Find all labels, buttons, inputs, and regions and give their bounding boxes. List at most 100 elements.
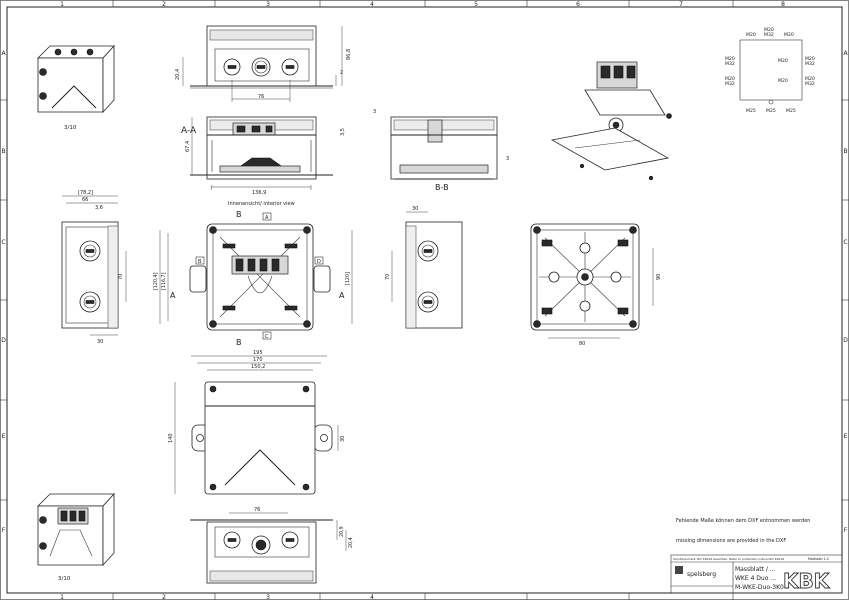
note-german: Fehlende Maße können dem DXF entnommen w… — [676, 518, 810, 524]
flag-c: C — [265, 334, 269, 340]
dim-3-5: 3,5 — [340, 128, 346, 136]
copyright-notice: Schutzvermerk ISO 16016 beachten, Refer … — [673, 557, 784, 561]
dim-120-4: [120,4] — [153, 272, 159, 290]
dim-90: 90 — [656, 274, 662, 280]
dim-170: 170 — [253, 357, 263, 363]
row-label-a-right: A — [843, 50, 848, 57]
entry-right-2b: M32 — [805, 81, 815, 87]
title-block: Schutzvermerk ISO 16016 beachten, Refer … — [670, 554, 843, 593]
scale-label-bottom: 3/10 — [58, 576, 71, 582]
front-view-bottom: 76 20,9 20,4 — [190, 507, 354, 584]
row-label-c: C — [1, 239, 5, 246]
marker-b-top: B — [236, 210, 242, 219]
col-label-6: 6 — [576, 1, 580, 8]
row-label-f: F — [2, 527, 6, 534]
dim-86-8: 86,8 — [346, 49, 352, 60]
col-label-4: 4 — [370, 1, 374, 8]
isometric-view-bottom: 3/10 — [37, 492, 115, 582]
dim-116-7: [116,7] — [161, 272, 167, 290]
interior-view: Innenansicht/ interior view B B A A A B … — [153, 201, 353, 347]
dim-30-right: 30 — [412, 206, 418, 212]
dim-20-9: 20,9 — [339, 526, 345, 537]
title-line-1: Massblatt / ... — [735, 566, 776, 573]
title-line-3: M-WKE-Duo-3K0 — [735, 584, 784, 591]
row-label-b: B — [1, 148, 5, 155]
entry-bottom-2: M25 — [766, 108, 776, 114]
entry-left-1a: M20 — [725, 56, 735, 62]
entry-center-right-2: M20 — [778, 78, 788, 84]
dim-140: 140 — [168, 433, 174, 443]
col-label-3-bottom: 3 — [266, 594, 270, 600]
note-english: missing dimensions are provided in the D… — [676, 538, 786, 544]
bracket-isometric — [550, 61, 672, 181]
dim-76-bottom: 76 — [254, 507, 260, 513]
col-label-2-bottom: 2 — [162, 594, 166, 600]
entry-center-right: M20 — [778, 58, 788, 64]
row-label-f-right: F — [844, 527, 848, 534]
entry-top-3: M20 — [784, 32, 794, 38]
dim-78-2: [78,2] — [78, 190, 93, 196]
section-a-a-label: A-A — [181, 126, 197, 136]
interior-view-title: Innenansicht/ interior view — [228, 201, 295, 207]
row-label-c-right: C — [843, 239, 847, 246]
col-label-7: 7 — [679, 1, 683, 8]
col-label-2: 2 — [162, 1, 166, 8]
dim-3-bb-top: 3 — [373, 109, 376, 115]
dim-3-6: 3,6 — [95, 205, 103, 211]
entry-bottom-3: M25 — [786, 108, 796, 114]
dim-120-right: [120] — [345, 272, 351, 285]
title-line-2: WKE 4 Duo ... — [735, 575, 776, 582]
company-logo — [675, 566, 683, 574]
dim-30-base: 30 — [340, 436, 346, 442]
marker-a-right: A — [339, 291, 345, 300]
dim-80: 80 — [579, 341, 585, 347]
dim-150-2: 150,2 — [251, 364, 265, 370]
dim-3-bb-right: 3 — [506, 156, 509, 162]
bottom-view: 80 90 — [530, 223, 662, 347]
col-label-4-bottom: 4 — [370, 594, 374, 600]
marker-a-left: A — [170, 291, 176, 300]
entry-left-2a: M20 — [725, 76, 735, 82]
cable-entry-diagram: M20 M32 M20 M20 M20 M32 M20 M32 M20 M20 … — [725, 27, 815, 114]
dim-70-left: 70 — [118, 274, 124, 280]
row-label-a: A — [1, 50, 6, 57]
dim-66: 66 — [82, 197, 88, 203]
entry-bottom-1: M25 — [746, 108, 756, 114]
entry-left-2b: M32 — [725, 81, 735, 87]
row-label-b-right: B — [843, 148, 847, 155]
entry-right-2a: M20 — [805, 76, 815, 82]
side-view-left: [78,2] 66 3,6 70 30 — [61, 190, 127, 345]
col-label-1-bottom: 1 — [60, 594, 64, 600]
scale-label-top: 3/10 — [64, 125, 77, 131]
marker-b-bottom: B — [236, 338, 242, 347]
entry-top-left: M20 — [746, 32, 756, 38]
row-label-e-right: E — [844, 433, 848, 440]
dim-195: 195 — [253, 350, 263, 356]
dim-67-4: 67,4 — [185, 141, 191, 152]
entry-right-1a: M20 — [805, 56, 815, 62]
col-label-3: 3 — [266, 1, 270, 8]
sheet-scale: Maßstab 1:2 — [808, 557, 829, 561]
entry-left-1b: M32 — [725, 61, 735, 67]
dim-20-4-bottom: 20,4 — [348, 537, 354, 548]
col-label-5: 5 — [474, 1, 478, 8]
dim-30-left: 30 — [97, 339, 103, 345]
isometric-view-top: 3/10 — [37, 44, 115, 131]
section-b-b-label: B-B — [435, 183, 449, 192]
flag-b: B — [198, 259, 202, 265]
section-a-a: A-A 136,9 67,4 3,5 — [181, 116, 346, 196]
section-b-b: B-B 3 3 — [373, 109, 509, 192]
entry-top-2: M32 — [764, 32, 774, 38]
dim-76-top: 76 — [258, 94, 264, 100]
entry-top-1: M20 — [764, 27, 774, 33]
entry-right-1b: M32 — [805, 61, 815, 67]
base-view: 195 170 150,2 140 30 — [168, 350, 346, 495]
company-name: spelsberg — [687, 571, 716, 578]
side-view-right: 30 70 — [385, 206, 463, 329]
col-label-8: 8 — [781, 1, 785, 8]
dim-20-4: 20,4 — [175, 69, 181, 80]
dim-2: 2 — [340, 70, 343, 76]
dim-136-9: 136,9 — [252, 190, 266, 196]
row-label-d-right: D — [843, 337, 848, 344]
